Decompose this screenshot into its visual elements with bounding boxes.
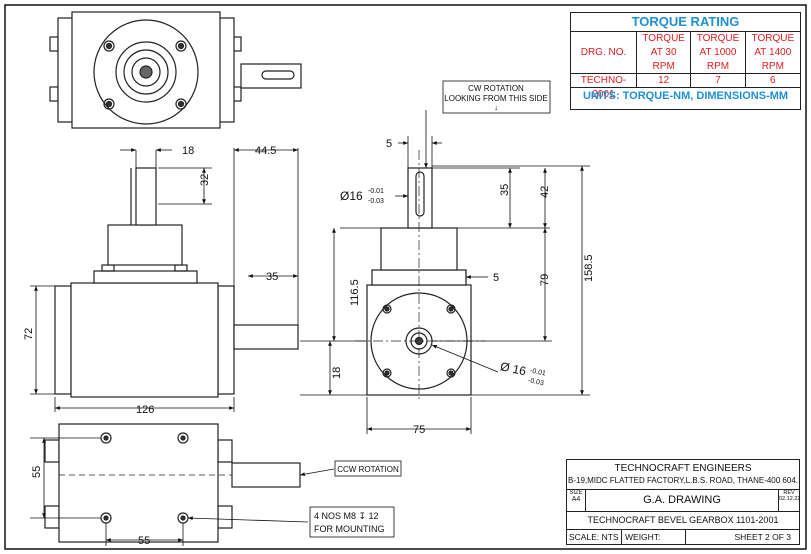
torque-col2-line1: TORQUE — [691, 32, 746, 46]
drg-no-value: TECHNO-2001 — [571, 74, 637, 100]
dim-44-5-label: 44.5 — [255, 145, 276, 157]
ccw-rotation-note-box — [334, 460, 402, 477]
company-address: B-19,MIDC FLATTED FACTORY,L.B.S. ROAD, T… — [568, 476, 798, 485]
torque-col1-line3: RPM — [637, 60, 692, 74]
sheet-field: SHEET 2 OF 3 — [685, 530, 799, 544]
torque-col2-line3: RPM — [691, 60, 746, 74]
part-name: TECHNOCRAFT BEVEL GEARBOX 1101-2001 — [567, 512, 799, 530]
dim-5-mid-label: 5 — [493, 272, 499, 284]
torque-col2-line2: AT 1000 — [691, 46, 746, 60]
dim-75-label: 75 — [413, 424, 425, 436]
dim-79-label: 79 — [539, 274, 551, 286]
units-note: UNITS: TORQUE-NM, DIMENSIONS-MM — [582, 90, 789, 102]
cw-note-line1: CW ROTATION — [468, 84, 524, 93]
dim-72-label: 72 — [23, 328, 35, 340]
title-block: TECHNOCRAFT ENGINEERS B-19,MIDC FLATTED … — [566, 459, 800, 545]
cw-note-line2: LOOKING FROM THIS SIDE — [444, 94, 547, 103]
torque-30-value: 12 — [637, 74, 692, 88]
dia-16-top-label: Ø16 — [340, 189, 363, 203]
torque-col3-line3: RPM — [745, 60, 800, 74]
dia-16-bottom-tol-lower: -0.03 — [527, 377, 544, 387]
dim-126-label: 126 — [136, 404, 154, 416]
top-view — [49, 11, 302, 129]
company-name: TECHNOCRAFT ENGINEERS — [614, 463, 752, 474]
torque-1000-value: 7 — [691, 74, 746, 88]
size-value: A4 — [571, 496, 581, 503]
rev-date: 02.12.22 — [779, 496, 801, 502]
sheet-border — [4, 4, 807, 550]
mounting-note-box — [309, 506, 395, 538]
torque-col1-line2: AT 30 — [637, 46, 692, 60]
dia-16-bottom-label: Ø 16 — [499, 359, 528, 378]
cw-note-line3: ↓ — [494, 103, 498, 112]
torque-col3-line1: TORQUE — [751, 33, 795, 44]
dia-16-bottom-tol-upper: -0.01 — [529, 367, 546, 377]
torque-col1-line1: TORQUE — [637, 32, 692, 46]
dim-42-label: 42 — [539, 186, 551, 198]
drawing-title: G.A. DRAWING — [643, 494, 721, 506]
drg-no-header: DRG. NO. — [571, 32, 637, 74]
dim-116-5-label: 116.5 — [349, 279, 361, 306]
side-view — [54, 167, 299, 398]
ccw-rotation-note: CCW ROTATION — [337, 465, 399, 474]
dimension-lines — [30, 110, 590, 546]
dim-18-label: 18 — [182, 145, 194, 157]
scale-field: SCALE: NTS — [569, 530, 622, 544]
torque-col3-line2: AT 1400 — [754, 47, 792, 58]
cw-rotation-note-box — [442, 80, 551, 114]
size-label: SIZE — [569, 490, 583, 496]
torque-1400-value: 6 — [745, 74, 800, 88]
dim-35-side-label: 35 — [266, 271, 278, 283]
dia-16-top-tol-lower: -0.03 — [368, 198, 384, 205]
dim-18-front-label: 18 — [331, 367, 343, 379]
dim-158-5-label: 158.5 — [583, 254, 595, 282]
torque-rating-table: TORQUE RATING DRG. NO. TORQUE TORQUE TOR… — [570, 12, 801, 110]
mounting-note-line1: 4 NOS M8 ↧ 12 — [314, 511, 379, 521]
weight-field: WEIGHT: — [625, 532, 661, 542]
dim-5-top-label: 5 — [386, 138, 392, 150]
dim-55-horizontal-label: 55 — [138, 535, 150, 547]
torque-rating-title: TORQUE RATING — [571, 13, 800, 32]
dia-16-top-tol-upper: -0.01 — [368, 188, 384, 195]
dim-35-front-label: 35 — [499, 184, 511, 196]
rev-label: REV — [783, 490, 795, 496]
dim-55-vertical-label: 55 — [31, 466, 43, 478]
bottom-view — [44, 423, 301, 543]
mounting-note-line2: FOR MOUNTING — [314, 524, 385, 534]
dim-32-label: 32 — [199, 174, 211, 186]
